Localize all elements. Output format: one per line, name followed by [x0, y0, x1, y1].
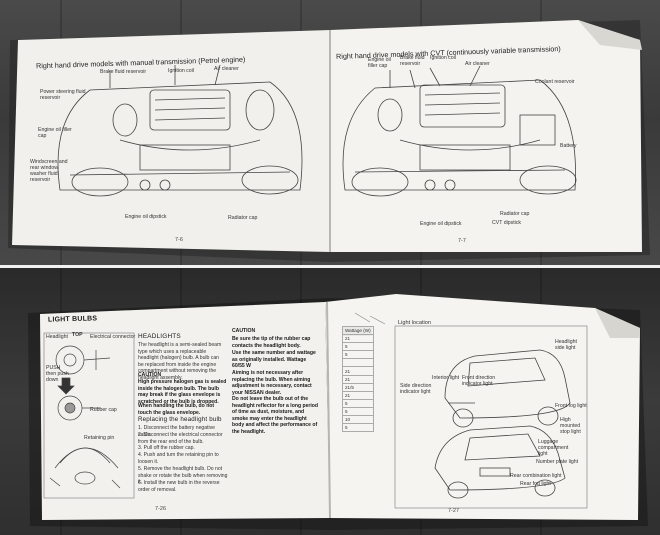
label-high-mounted: High mounted stop light [560, 417, 581, 435]
label-ignition-coil-left: Ignition coil [168, 68, 194, 74]
label-cvt-dipstick: CVT dipstick [492, 220, 522, 226]
label-rear-fog: Rear fog light [520, 481, 551, 487]
headlight-drawings [49, 345, 121, 489]
step-4: 4. Push and turn the retaining pin to lo… [138, 452, 219, 465]
label-engine-oil-dipstick-left: Engine oil dipstick [125, 214, 167, 220]
light-location-box [394, 325, 588, 509]
fig-label-retaining-pin: Retaining pin [84, 435, 115, 441]
wattage-header: Wattage (W) [342, 325, 374, 336]
wattage-cell: 21 [342, 334, 374, 344]
label-rear-combination: Rear combination light [510, 473, 562, 479]
caution-label-1: CAUTION [138, 372, 162, 378]
label-luggage: Luggage compartment light [538, 439, 569, 457]
label-power-steering: Power steering fluid reservoir [40, 89, 86, 101]
wattage-cell: 21 [342, 374, 374, 384]
label-ignition-coil-right: Ignition coil [430, 55, 456, 61]
section-light-bulbs: LIGHT BULBS [47, 315, 98, 324]
step-2: 2. Disconnect the electrical connector f… [138, 432, 223, 445]
wattage-cell: 21/5 [342, 382, 374, 392]
label-number-plate: Number plate light [536, 459, 579, 465]
step-5: 5. Remove the headlight bulb. Do not sha… [138, 466, 228, 486]
caution1-item-2: When handling the bulb, do not touch the… [138, 403, 215, 416]
top-photo: Right hand drive models with manual tran… [0, 0, 660, 265]
label-engine-oil-filler-right: Engine oil filler cap [368, 57, 391, 69]
fig-label-top: TOP [72, 332, 83, 338]
bottom-left-page [40, 302, 330, 520]
engine-drawing-left [57, 64, 303, 197]
fig-label-electrical-connector: Electrical connector [90, 334, 136, 340]
label-radiator-cap-right: Radiator cap [500, 211, 530, 217]
caution-label-2: CAUTION [232, 328, 256, 334]
top-right-page [330, 20, 642, 252]
label-brake-fluid-right: Brake fluid reservoir [400, 55, 425, 67]
wattage-cell: 5 [342, 350, 374, 360]
caution1-item-1: High pressure halogen gas is sealed insi… [138, 379, 227, 405]
top-left-page [12, 30, 330, 252]
top-book-shapes [8, 20, 650, 262]
fig-label-headlight: Headlight [46, 334, 68, 340]
wattage-cell [342, 358, 374, 368]
label-air-cleaner-left: Air cleaner [214, 66, 239, 72]
step-1: 1. Disconnect the battery negative cable… [138, 425, 216, 438]
bottom-book-shapes [28, 294, 648, 530]
label-engine-oil-filler-left: Engine oil filler cap [38, 127, 72, 139]
label-brake-fluid-left: Brake fluid reservoir [100, 69, 147, 75]
wattage-table: Wattage (W) 21 5 5 21 21 21/5 21 5 5 10 … [342, 325, 374, 433]
label-battery: Battery [560, 143, 577, 149]
bottom-photo: LIGHT BULBS Headlight TOP Electrical con… [0, 268, 660, 535]
wattage-cell: 21 [342, 366, 374, 376]
photo-divider [0, 265, 660, 268]
wattage-cell: 21 [342, 390, 374, 400]
wattage-cell: 5 [342, 342, 374, 352]
label-windscreen-washer: Windscreen and rear window washer fluid … [30, 159, 68, 183]
page-number-7-7: 7-7 [458, 238, 466, 244]
headlight-figure-box [43, 332, 135, 499]
label-front-direction: Front direction indicator light [462, 375, 496, 387]
wattage-cell: 5 [342, 398, 374, 408]
label-coolant-reservoir: Coolant reservoir [535, 79, 575, 85]
label-front-fog: Front fog light [555, 403, 587, 409]
caution2-item-1: Be sure the tip of the rubber cap contac… [232, 336, 311, 349]
fig-label-push: PUSH then push down [46, 365, 69, 383]
caution2-item-3: Aiming is not necessary after replacing … [232, 370, 312, 396]
light-location-title: Light location [398, 320, 431, 326]
page-number-7-27: 7-27 [448, 508, 460, 514]
label-headlight-side: Headlight side light [555, 339, 577, 351]
step-3: 3. Pull off the rubber cap. [138, 445, 195, 451]
label-interior-light: Interior light [432, 375, 460, 381]
page-number-7-26: 7-26 [155, 506, 167, 512]
caution2-item-2: Use the same number and wattage as origi… [232, 350, 316, 370]
label-air-cleaner-right: Air cleaner [465, 61, 490, 67]
fig-label-rubber-cap: Rubber cap [90, 407, 117, 413]
page-number-7-6: 7-6 [175, 237, 183, 243]
caution2-item-4: Do not leave the bulb out of the headlig… [232, 396, 319, 436]
label-radiator-cap-left: Radiator cap [228, 215, 258, 221]
replacing-heading: Replacing the headlight bulb [138, 416, 222, 423]
engine-drawing-right [342, 65, 577, 197]
car-drawings [434, 349, 571, 499]
wattage-cell: 5 [342, 406, 374, 417]
step-6: 6. Install the new bulb in the reverse o… [138, 480, 220, 493]
headlights-heading: HEADLIGHTS [138, 333, 181, 340]
headlights-body: The headlight is a semi-sealed beam type… [138, 342, 222, 382]
label-engine-oil-dipstick-right: Engine oil dipstick [420, 221, 462, 227]
label-side-direction: Side direction indicator light [400, 383, 432, 395]
wattage-cell: 5 [342, 423, 374, 433]
wattage-cell: 10 [342, 415, 374, 425]
